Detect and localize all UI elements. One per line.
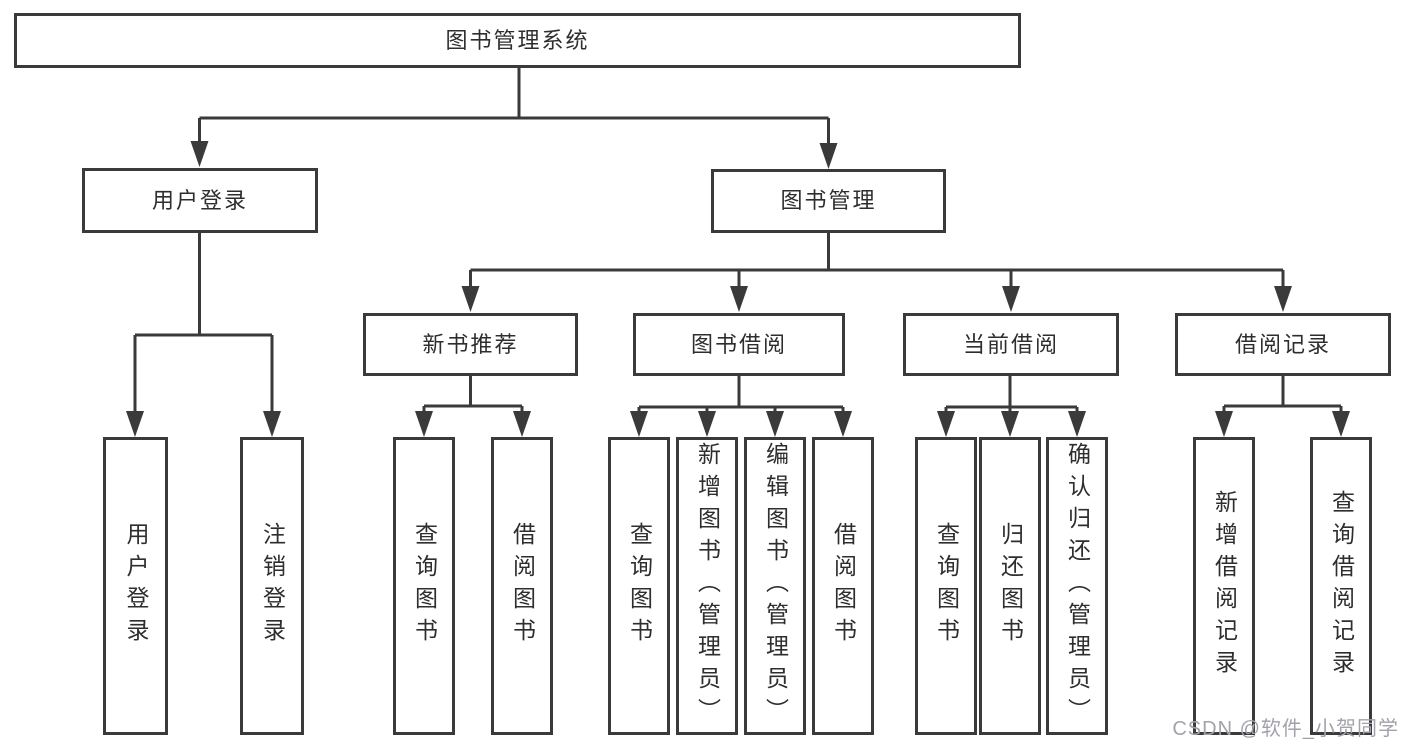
node-label: 新增图书（管理员）	[694, 442, 721, 730]
node-borrow-records: 借阅记录	[1175, 313, 1391, 376]
node-root: 图书管理系统	[14, 13, 1021, 68]
node-label: 借阅记录	[1234, 331, 1331, 357]
leaf-return-books: 归还图书	[979, 437, 1041, 735]
leaf-add-borrow-record: 新增借阅记录	[1193, 437, 1255, 735]
leaf-borrow-books-1: 借阅图书	[491, 437, 553, 735]
node-new-book-recommend: 新书推荐	[363, 313, 578, 376]
leaf-logout: 注销登录	[240, 437, 304, 735]
node-label: 注销登录	[259, 522, 286, 650]
arrowhead	[1215, 411, 1233, 437]
node-label: 图书管理	[780, 188, 877, 213]
node-label: 用户登录	[123, 522, 149, 650]
leaf-query-books-2: 查询图书	[608, 437, 670, 735]
arrowhead	[415, 411, 433, 437]
node-label: 查询图书	[411, 522, 438, 650]
arrowhead	[730, 286, 748, 312]
node-label: 借阅图书	[830, 522, 857, 650]
node-label: 查询借阅记录	[1328, 490, 1355, 682]
node-label: 确认归还（管理员）	[1064, 442, 1091, 730]
node-label: 用户登录	[151, 187, 248, 213]
node-current-borrow: 当前借阅	[903, 313, 1119, 376]
node-label: 图书管理系统	[445, 27, 590, 53]
arrowhead	[513, 411, 531, 437]
arrowhead	[126, 411, 144, 437]
leaf-query-books-3: 查询图书	[915, 437, 977, 735]
node-label: 图书借阅	[690, 331, 787, 357]
node-label: 归还图书	[997, 522, 1024, 650]
node-book-management: 图书管理	[711, 169, 946, 233]
leaf-confirm-return-admin: 确认归还（管理员）	[1046, 437, 1108, 735]
leaf-query-borrow-record: 查询借阅记录	[1310, 437, 1372, 735]
node-label: 查询图书	[626, 522, 653, 650]
node-label: 当前借阅	[962, 331, 1059, 357]
leaf-user-login: 用户登录	[103, 437, 168, 735]
node-user-login: 用户登录	[82, 168, 318, 233]
leaf-borrow-books-2: 借阅图书	[812, 437, 874, 735]
node-label: 查询图书	[933, 522, 960, 650]
arrowhead	[1274, 286, 1292, 312]
node-book-borrow: 图书借阅	[633, 313, 845, 376]
node-label: 新书推荐	[422, 331, 519, 357]
arrowhead	[766, 411, 784, 437]
arrowhead	[1001, 411, 1019, 437]
arrowhead	[1002, 286, 1020, 312]
arrowheads	[126, 141, 1350, 437]
leaf-query-books-1: 查询图书	[393, 437, 455, 735]
node-label: 借阅图书	[509, 522, 536, 650]
arrowhead	[630, 411, 648, 437]
arrowhead	[698, 411, 716, 437]
arrowhead	[819, 143, 838, 169]
arrowhead	[1332, 411, 1350, 437]
arrowhead	[190, 141, 209, 167]
node-label: 编辑图书（管理员）	[762, 442, 789, 730]
leaf-add-books-admin: 新增图书（管理员）	[676, 437, 738, 735]
arrowhead	[1068, 411, 1086, 437]
leaf-edit-books-admin: 编辑图书（管理员）	[744, 437, 806, 735]
arrowhead	[937, 411, 955, 437]
arrowhead	[461, 286, 480, 312]
watermark: CSDN @软件_小贺同学	[1172, 718, 1399, 740]
arrowhead	[263, 411, 281, 437]
arrowhead	[834, 411, 852, 437]
node-label: 新增借阅记录	[1211, 490, 1238, 682]
